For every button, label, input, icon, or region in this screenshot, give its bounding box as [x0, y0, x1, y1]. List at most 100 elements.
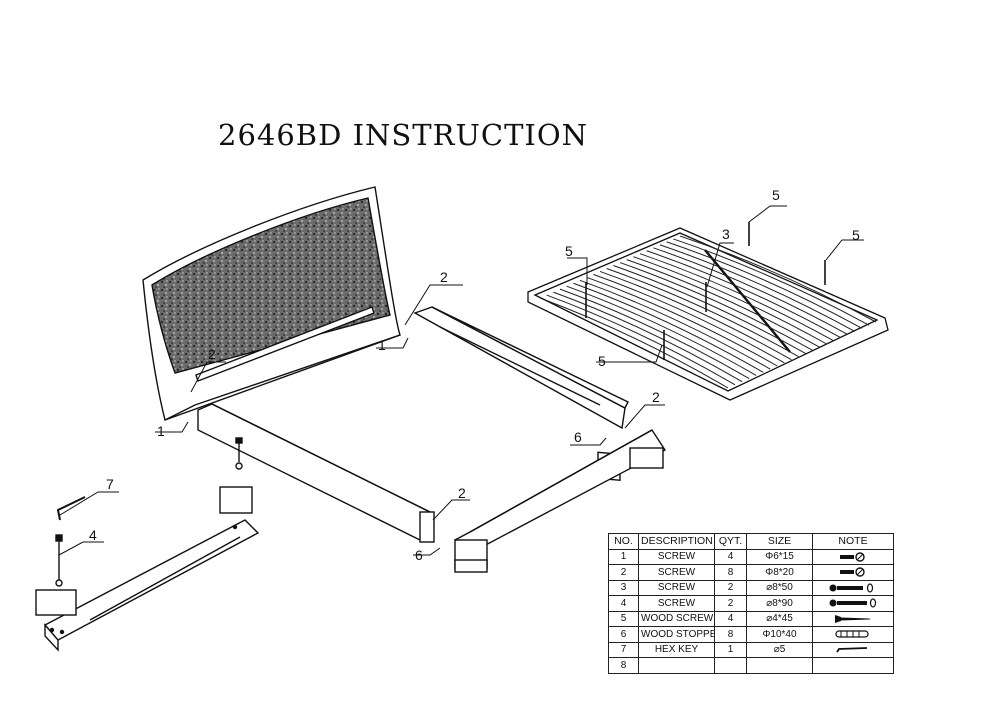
table-header-row: NO. DESCRIPTION QYT. SIZE NOTE	[608, 533, 894, 550]
slat	[646, 250, 842, 339]
cell-no: 1	[608, 548, 639, 565]
cell-no: 8	[608, 657, 639, 674]
wood-screw-icon	[815, 614, 891, 624]
cell-note	[812, 579, 894, 596]
cell-size: ⌀8*50	[746, 579, 813, 596]
hex-key-icon	[815, 645, 891, 655]
cell-qty: 8	[714, 626, 747, 643]
cell-description: HEX KEY	[638, 641, 715, 658]
callout-5-slat-left: 5	[565, 243, 573, 259]
short-screw-icon	[815, 567, 891, 577]
cell-qty: 1	[714, 641, 747, 658]
callout-2-rail-right-end: 2	[652, 389, 660, 405]
cell-size: Φ10*40	[746, 626, 813, 643]
slat	[659, 244, 856, 332]
cell-no: 3	[608, 579, 639, 596]
slat	[586, 276, 778, 367]
callout-2-footboard-joint: 2	[458, 485, 466, 501]
column-header-qty: QYT.	[714, 533, 747, 550]
cell-size: ⌀5	[746, 641, 813, 658]
cell-note	[812, 626, 894, 643]
cell-qty: 8	[714, 564, 747, 581]
cell-size: Φ6*15	[746, 548, 813, 565]
callout-5-slat-bottom: 5	[598, 353, 606, 369]
cell-description: SCREW	[638, 548, 715, 565]
cell-qty: 2	[714, 595, 747, 612]
slat	[639, 253, 834, 342]
cell-size: ⌀8*90	[746, 595, 813, 612]
slat	[673, 238, 870, 326]
slat	[606, 268, 799, 358]
cell-no: 4	[608, 595, 639, 612]
cell-qty: 4	[714, 610, 747, 627]
callout-7-hex-key: 7	[106, 476, 114, 492]
cell-qty: 4	[714, 548, 747, 565]
cell-description: SCREW	[638, 564, 715, 581]
wood-dowel-icon	[815, 629, 891, 639]
side-rail-right	[413, 306, 629, 482]
headboard	[142, 186, 401, 422]
slat	[666, 241, 863, 329]
cell-description: WOOD STOPPER	[638, 626, 715, 643]
cell-note	[812, 564, 894, 581]
cell-qty	[714, 657, 747, 674]
cell-qty: 2	[714, 579, 747, 596]
leader-lines	[58, 205, 864, 556]
callout-2-headboard-top: 2	[440, 269, 448, 285]
slat	[546, 294, 736, 386]
cell-no: 6	[608, 626, 639, 643]
column-header-size: SIZE	[746, 533, 813, 550]
cell-size: ⌀4*45	[746, 610, 813, 627]
callout-3-slat-center-screw: 3	[722, 226, 730, 242]
cell-description	[638, 657, 715, 674]
callout-5-slat-right: 5	[852, 227, 860, 243]
cell-note	[812, 595, 894, 612]
long-bolt-with-washer-icon	[815, 598, 891, 608]
slat	[679, 235, 877, 323]
side-rail-left	[197, 403, 435, 543]
cell-no: 7	[608, 641, 639, 658]
cell-note	[812, 641, 894, 658]
cell-note	[812, 610, 894, 627]
slat-screws	[585, 222, 826, 360]
cell-description: SCREW	[638, 579, 715, 596]
footboard-beam	[454, 429, 667, 573]
leg-bolt-part-4	[55, 437, 243, 587]
cell-no: 5	[608, 610, 639, 627]
slat	[599, 270, 792, 361]
slat	[633, 256, 827, 345]
bolt-with-washer-icon	[815, 583, 891, 593]
slat	[653, 247, 849, 336]
callout-2-headboard-mid: 2	[208, 346, 216, 362]
page-title: 2646BD INSTRUCTION	[218, 118, 589, 152]
slat	[553, 291, 743, 383]
cell-note	[812, 548, 894, 565]
slat	[559, 288, 750, 380]
table-row: 8	[608, 657, 894, 674]
slat	[593, 273, 785, 364]
slat	[626, 259, 820, 348]
center-support-beam	[35, 486, 260, 652]
slats	[539, 235, 877, 389]
column-header-description: DESCRIPTION	[638, 533, 715, 550]
callout-6-rail-right-stopper: 6	[574, 429, 582, 445]
callout-6-footboard-stopper: 6	[415, 547, 423, 563]
callout-4-leg-screw: 4	[89, 527, 97, 543]
column-header-note: NOTE	[812, 533, 894, 550]
cell-description: WOOD SCREW	[638, 610, 715, 627]
hex-key-part-7	[56, 496, 86, 521]
cell-size	[746, 657, 813, 674]
callout-1-headboard-top-screw: 1	[378, 337, 386, 353]
slat	[579, 279, 771, 370]
slat	[613, 265, 806, 354]
